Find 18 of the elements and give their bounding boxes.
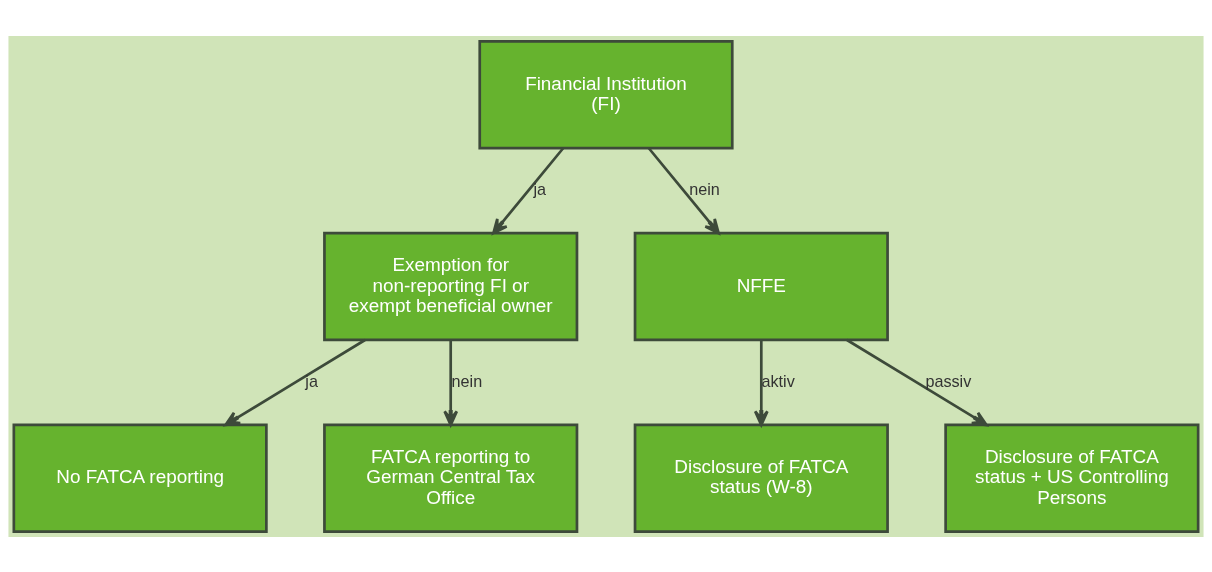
arrow	[846, 338, 988, 426]
edge-label: nein	[451, 371, 483, 390]
edge-label: ja	[305, 371, 318, 390]
edge-label: ja	[533, 179, 547, 198]
arrow	[753, 339, 769, 426]
node-box: Disclosure of FATCA status (W-8)	[633, 423, 889, 533]
node-box: Financial Institution (FI)	[478, 39, 734, 149]
arrow	[647, 146, 720, 234]
edge-label: passiv	[925, 371, 972, 390]
arrow	[443, 339, 459, 426]
node-box: NFFE	[633, 231, 889, 341]
arrow	[224, 338, 366, 426]
node-box: Exemption for non-reporting FI or exempt beneficial owner	[323, 231, 579, 341]
node-box: No FATCA reporting	[12, 423, 268, 533]
arrow	[492, 146, 565, 234]
node-box: Disclosure of FATCA status + US Controlling Persons	[944, 423, 1200, 533]
edge-label: nein	[689, 179, 720, 198]
node-box: FATCA reporting to German Central Tax Office	[323, 423, 579, 533]
